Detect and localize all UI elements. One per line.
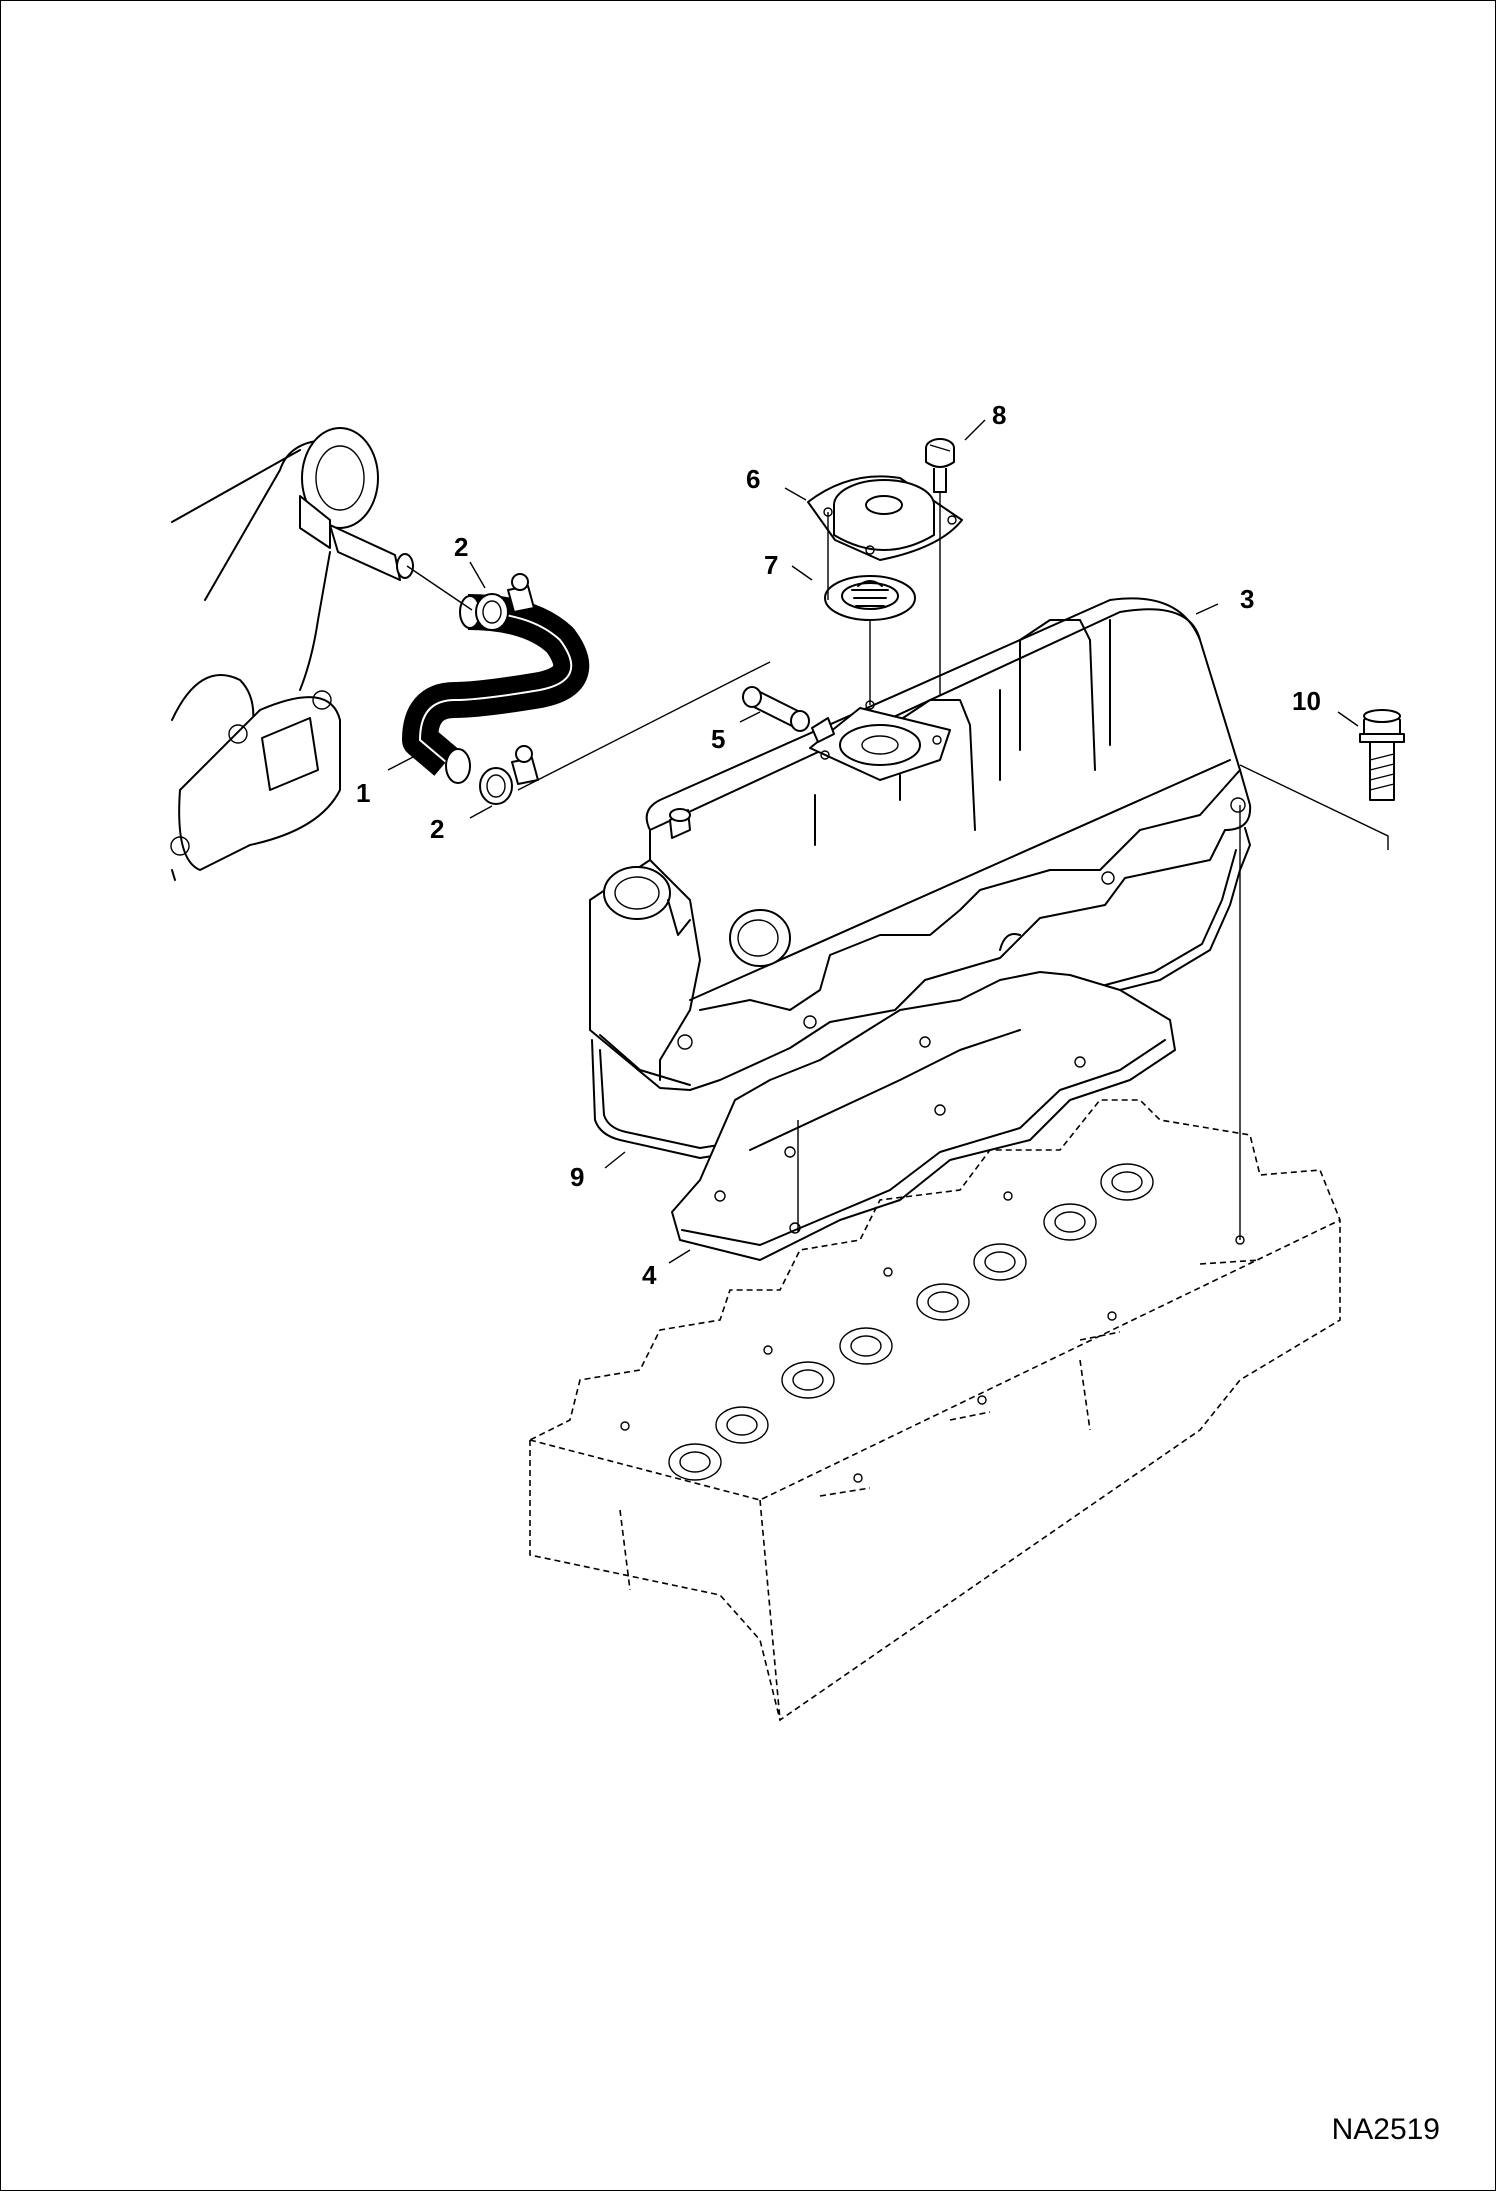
callout-3: 3 [1240, 584, 1254, 614]
breather-cover [807, 475, 963, 561]
hose-clamp-lower [479, 745, 539, 805]
callout-8: 8 [992, 400, 1006, 430]
leader-lines [387, 419, 1359, 1264]
figure-code: NA2519 [1331, 2113, 1440, 2146]
engine-context-illustration [170, 427, 414, 881]
cover-screw [925, 438, 955, 493]
callout-labels: 1 2 2 3 4 5 6 7 8 9 10 [356, 400, 1321, 1290]
callout-10: 10 [1292, 686, 1321, 716]
breather-valve [824, 575, 916, 621]
breather-hose [402, 594, 590, 784]
callout-2-lower: 2 [430, 814, 444, 844]
cylinder-head [529, 1099, 1341, 1722]
breather-fitting [742, 686, 810, 732]
valve-ports [668, 1163, 1154, 1481]
callout-1: 1 [356, 778, 370, 808]
cover-bolt [1359, 709, 1405, 801]
callout-7: 7 [764, 550, 778, 580]
callout-6: 6 [746, 464, 760, 494]
rocker-cover [589, 597, 1252, 1091]
callout-5: 5 [711, 724, 725, 754]
callout-4: 4 [642, 1260, 657, 1290]
callout-9: 9 [570, 1162, 584, 1192]
callout-2-upper: 2 [454, 532, 468, 562]
hose-clamp-upper [475, 573, 535, 631]
